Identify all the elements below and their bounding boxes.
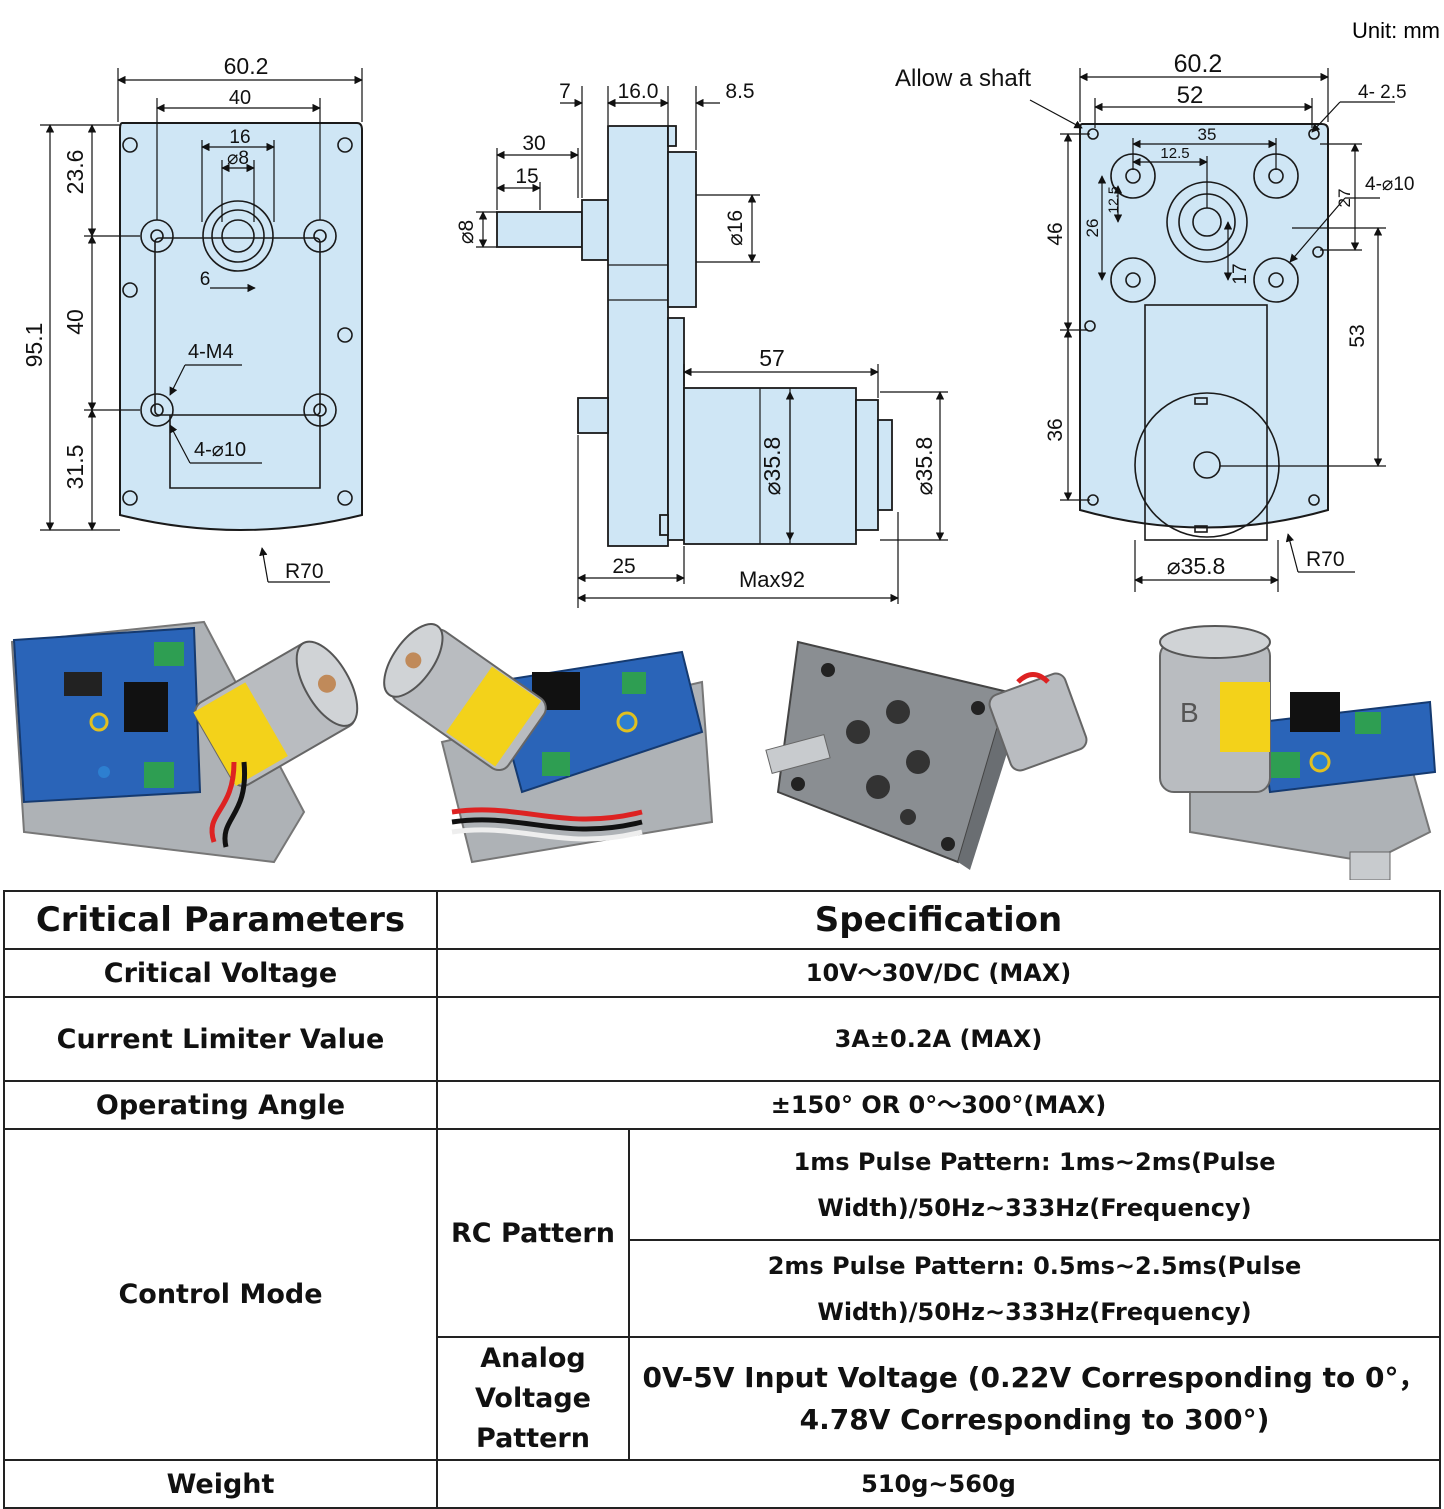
svg-text:⌀8: ⌀8 <box>227 148 249 169</box>
front-view-dimension-lines <box>40 68 363 583</box>
table-row: Critical Voltage 10V～30V/DC (MAX) <box>3 948 1441 998</box>
technical-drawings: Unit: mm 60.2 40 16 <box>21 18 1440 608</box>
svg-text:27: 27 <box>1335 189 1354 208</box>
svg-text:57: 57 <box>759 345 785 371</box>
svg-text:26: 26 <box>1083 219 1102 238</box>
svg-text:⌀35.8: ⌀35.8 <box>759 437 785 496</box>
svg-text:35: 35 <box>1198 125 1217 144</box>
label-analog-voltage: Analog Voltage Pattern <box>436 1336 630 1461</box>
table-row: Current Limiter Value 3A±0.2A (MAX) <box>3 996 1441 1082</box>
svg-text:15: 15 <box>515 165 538 188</box>
motor-mark: B <box>1180 697 1199 728</box>
side-view-dimension-labels: 7 16.0 8.5 30 15 ⌀8 ⌀16 57 ⌀35.8 ⌀35.8 2… <box>455 80 937 592</box>
servo-photo-top <box>10 620 359 864</box>
front-view-dimension-labels: 60.2 40 16 ⌀8 6 23.6 40 31.5 95.1 4-M4 4… <box>21 53 324 583</box>
svg-text:12.5: 12.5 <box>1160 145 1189 162</box>
table-row: Weight 510g~560g <box>3 1459 1441 1509</box>
value-rc-1ms: 1ms Pulse Pattern: 1ms~2ms(Pulse Width)/… <box>628 1128 1441 1241</box>
product-photos: B <box>0 612 1444 880</box>
svg-text:⌀16: ⌀16 <box>724 210 747 246</box>
label-current-limiter: Current Limiter Value <box>3 996 438 1082</box>
back-view-dimension-lines <box>1029 68 1395 592</box>
svg-text:16.0: 16.0 <box>618 80 659 103</box>
svg-text:31.5: 31.5 <box>62 445 88 490</box>
servo-photo-gearbox <box>765 640 1088 870</box>
label-operating-angle: Operating Angle <box>3 1080 438 1130</box>
servo-photo-angled <box>383 623 714 864</box>
header-specification: Specification <box>436 890 1441 950</box>
header-critical-parameters: Critical Parameters <box>3 890 438 950</box>
svg-text:4-⌀10: 4-⌀10 <box>1365 174 1414 195</box>
svg-text:16: 16 <box>229 127 250 148</box>
svg-text:23.6: 23.6 <box>62 150 88 195</box>
svg-text:⌀35.8: ⌀35.8 <box>1167 553 1226 579</box>
svg-text:12.5: 12.5 <box>1105 186 1121 213</box>
svg-text:4-⌀10: 4-⌀10 <box>194 439 246 461</box>
svg-text:6: 6 <box>200 269 211 290</box>
side-view-dimension-lines <box>476 86 948 608</box>
unit-note: Unit: mm <box>1352 18 1440 43</box>
value-critical-voltage: 10V～30V/DC (MAX) <box>436 948 1441 998</box>
svg-text:⌀8: ⌀8 <box>455 220 478 244</box>
svg-text:Max92: Max92 <box>739 567 805 592</box>
value-rc-2ms: 2ms Pulse Pattern: 0.5ms~2.5ms(Pulse Wid… <box>628 1239 1441 1338</box>
svg-text:30: 30 <box>522 132 545 155</box>
svg-text:4- 2.5: 4- 2.5 <box>1358 82 1407 103</box>
svg-text:⌀35.8: ⌀35.8 <box>911 437 937 496</box>
label-rc-pattern: RC Pattern <box>436 1128 630 1338</box>
svg-text:R70: R70 <box>1306 548 1345 571</box>
svg-text:46: 46 <box>1044 222 1067 245</box>
svg-text:40: 40 <box>62 309 88 335</box>
svg-text:4-M4: 4-M4 <box>188 341 234 363</box>
svg-text:60.2: 60.2 <box>1174 50 1223 78</box>
table-row: Control Mode RC Pattern 1ms Pulse Patter… <box>3 1128 1441 1461</box>
back-view-dimension-labels: Allow a shaft 60.2 52 4- 2.5 35 12.5 4-⌀… <box>895 50 1414 579</box>
spec-table: Critical Parameters Specification Critic… <box>3 890 1441 1509</box>
value-operating-angle: ±150° OR 0°～300°(MAX) <box>436 1080 1441 1130</box>
svg-text:7: 7 <box>559 80 571 103</box>
table-row: Analog Voltage Pattern 0V-5V Input Volta… <box>4 1336 1441 1461</box>
svg-text:53: 53 <box>1346 324 1369 347</box>
label-control-mode: Control Mode <box>3 1128 438 1461</box>
label-critical-voltage: Critical Voltage <box>3 948 438 998</box>
svg-text:52: 52 <box>1177 82 1204 109</box>
svg-text:40: 40 <box>229 87 251 109</box>
svg-text:8.5: 8.5 <box>725 80 754 103</box>
svg-text:25: 25 <box>612 555 635 578</box>
table-header-row: Critical Parameters Specification <box>3 890 1441 950</box>
value-analog-voltage: 0V-5V Input Voltage (0.22V Corresponding… <box>628 1336 1441 1461</box>
svg-text:60.2: 60.2 <box>224 53 269 79</box>
front-view-drawing <box>119 122 363 531</box>
value-weight: 510g~560g <box>436 1459 1441 1509</box>
servo-photo-side: B <box>1159 625 1437 880</box>
side-view-drawing <box>496 125 893 547</box>
svg-text:36: 36 <box>1044 418 1067 441</box>
label-weight: Weight <box>3 1459 438 1509</box>
value-current-limiter: 3A±0.2A (MAX) <box>436 996 1441 1082</box>
table-row: Operating Angle ±150° OR 0°～300°(MAX) <box>3 1080 1441 1130</box>
svg-text:95.1: 95.1 <box>21 323 47 368</box>
svg-text:R70: R70 <box>285 560 324 583</box>
svg-text:17: 17 <box>1230 263 1251 284</box>
table-row: 2ms Pulse Pattern: 0.5ms~2.5ms(Pulse Wid… <box>4 1239 1441 1338</box>
svg-text:Allow a shaft: Allow a shaft <box>895 65 1031 92</box>
